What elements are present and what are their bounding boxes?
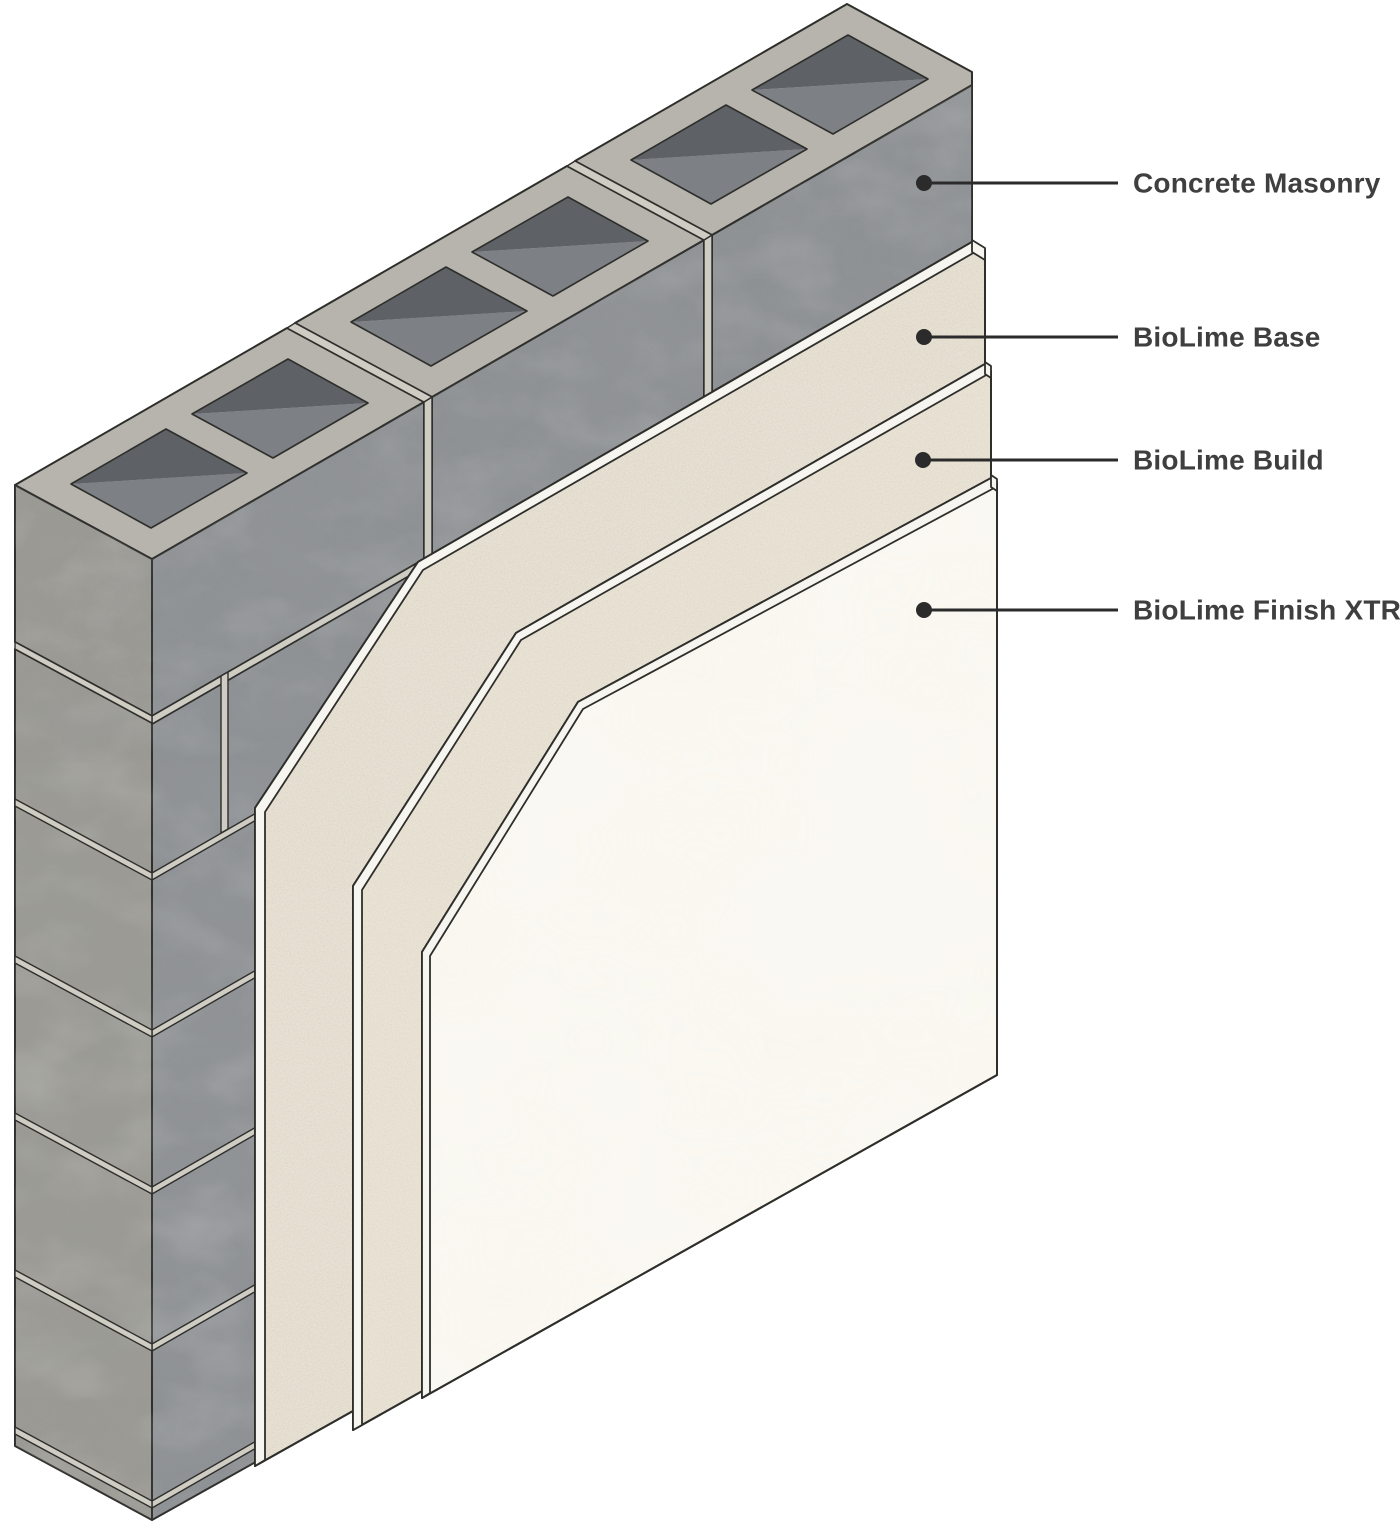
head-joint-lower [220, 671, 229, 834]
core-hole-outline [630, 104, 808, 205]
leader-dot [916, 175, 932, 191]
leader-biolime-finish-xtr [916, 602, 1118, 618]
core-hole-outline [751, 34, 929, 135]
core-hole-inner-wall [351, 311, 527, 366]
head-joint-gap-top [286, 322, 433, 403]
base-coat-edges [254, 239, 986, 1467]
head-joint-gap [703, 234, 713, 398]
leader-dot [916, 602, 932, 618]
core-hole-inner-wall [472, 197, 648, 252]
build-coat-cut-edge [352, 363, 989, 1431]
core-hole-inner-wall [752, 79, 928, 134]
core-hole-outline [70, 428, 248, 529]
bed-joint-end [14, 641, 153, 724]
leader-concrete-masonry [916, 175, 1118, 191]
label-biolime-finish-xtr: BioLime Finish XTR [1133, 595, 1400, 626]
core-hole-inner-wall [351, 267, 527, 322]
bed-joint-end [14, 1269, 153, 1352]
label-biolime-base: BioLime Base [1133, 322, 1321, 353]
annotation-labels: Concrete Masonry BioLime Base BioLime Bu… [1133, 168, 1400, 626]
core-hole-inner-wall [71, 473, 247, 528]
build-coat-edges [352, 361, 992, 1431]
core-hole-inner-wall [71, 429, 247, 484]
build-coat-top-edge [984, 361, 992, 379]
base-coat-cut-edge [254, 241, 976, 1467]
core-hole-inner-wall [192, 359, 368, 414]
finish-xtr-cut-edge [421, 476, 997, 1399]
leader-dot [916, 329, 932, 345]
bed-joint-end [14, 798, 153, 881]
core-hole-outline [350, 266, 528, 367]
core-outlines [70, 34, 929, 529]
label-biolime-build: BioLime Build [1133, 445, 1324, 476]
core-hole-outline [191, 358, 369, 459]
bed-joint-end [14, 1112, 153, 1195]
base-coat-top-edge [971, 239, 986, 261]
annotations [915, 175, 1118, 618]
core-hole-inner-wall [631, 149, 807, 204]
core-hole-inner-wall [752, 35, 928, 90]
bed-joint-end [14, 955, 153, 1038]
leader-dot [915, 452, 931, 468]
bed-joint-end [14, 1426, 153, 1509]
leader-biolime-build [915, 452, 1118, 468]
head-joint-gap [423, 396, 433, 560]
finish-xtr-top-edge [990, 474, 998, 492]
leader-biolime-base [916, 329, 1118, 345]
core-hole-inner-wall [472, 241, 648, 296]
core-hole-outline [471, 196, 649, 297]
core-hole-inner-wall [631, 105, 807, 160]
block-cores-light [71, 79, 928, 528]
block-cores-dark [71, 35, 928, 484]
finish-xtr-edges [421, 474, 998, 1399]
core-hole-inner-wall [192, 403, 368, 458]
head-joint-gap-top [566, 160, 713, 241]
label-concrete-masonry: Concrete Masonry [1133, 168, 1381, 199]
